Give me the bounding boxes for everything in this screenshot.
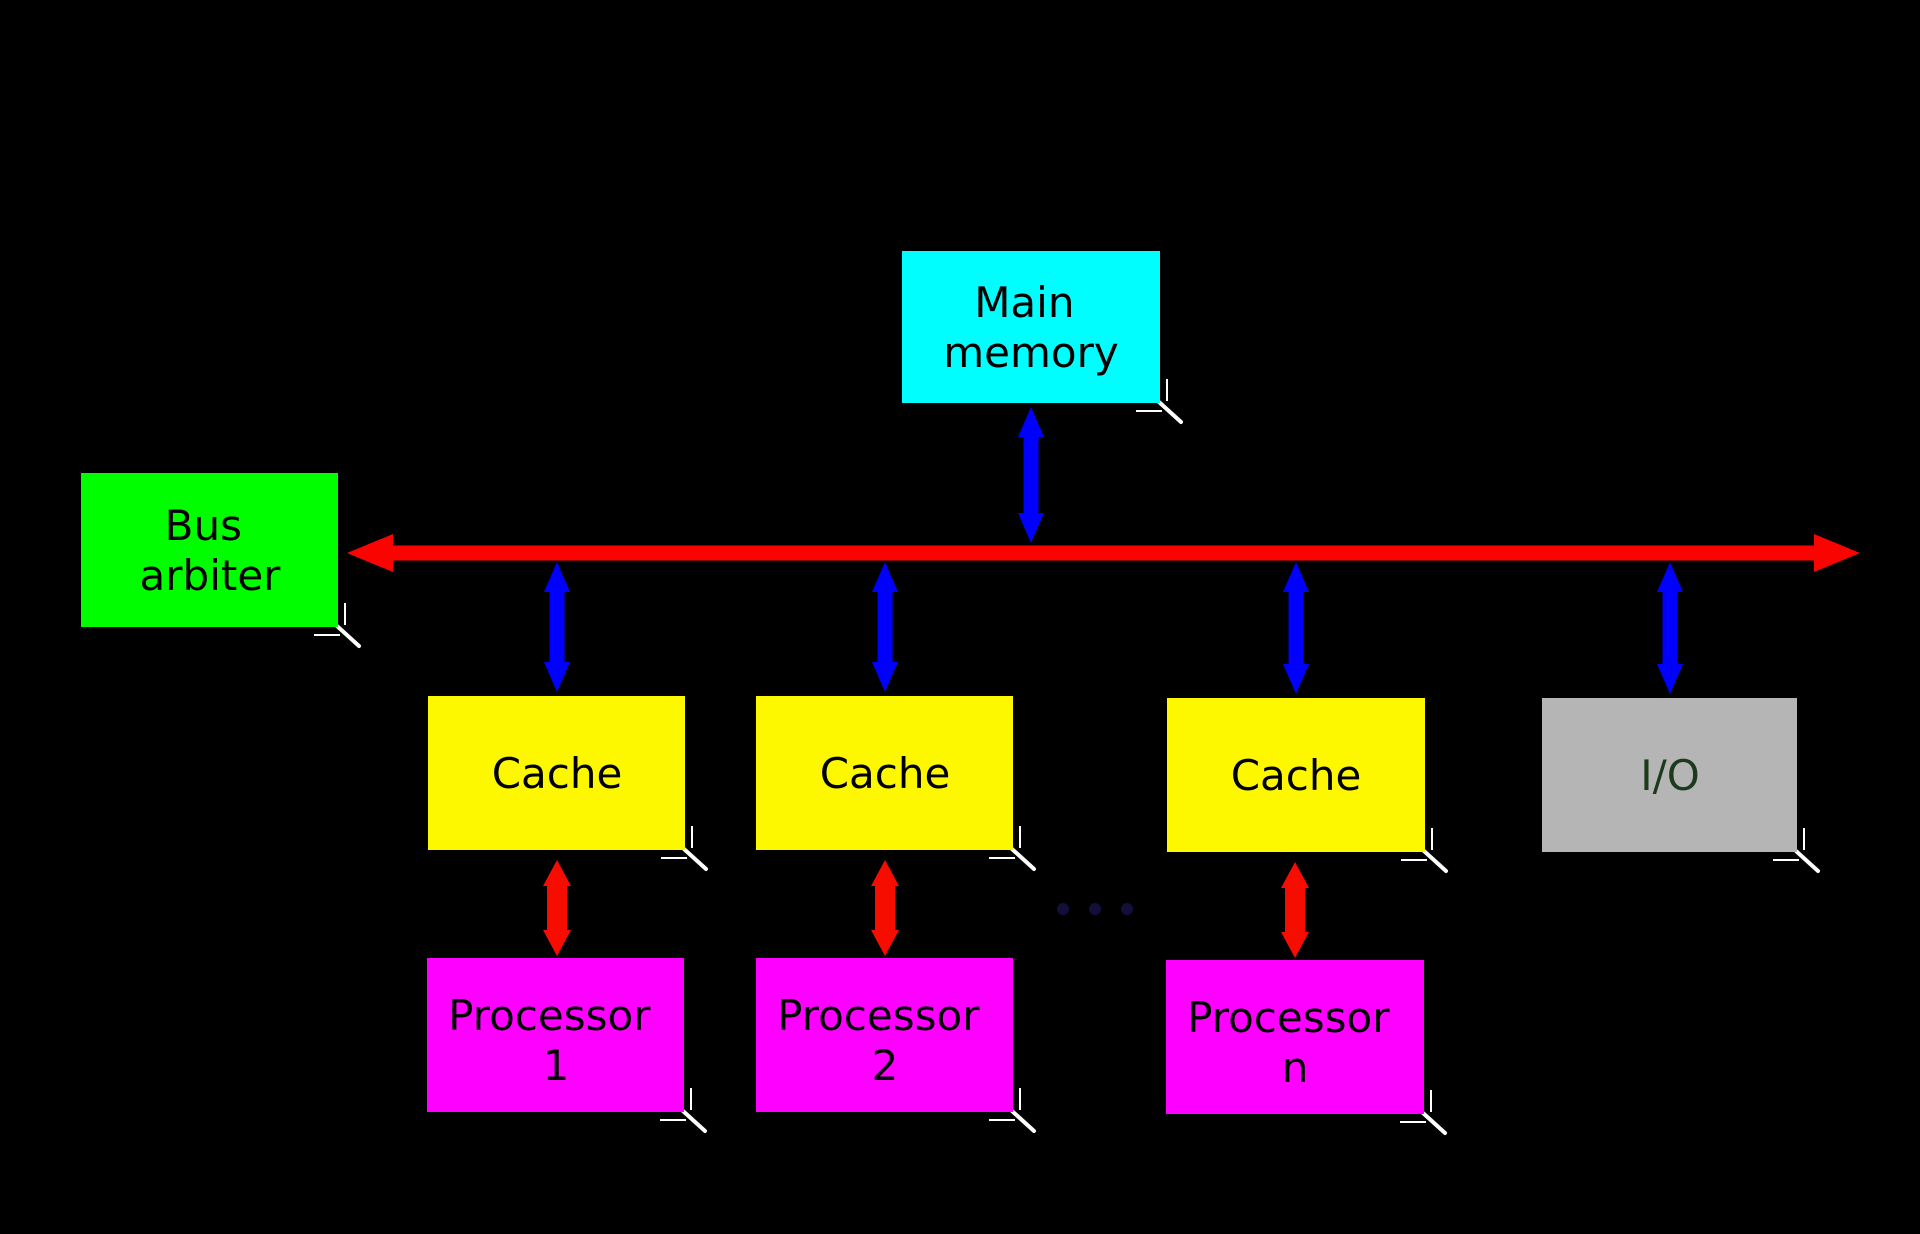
shadow-hairline [1773, 828, 1805, 861]
main-memory-label: Main memory [943, 278, 1119, 377]
processor-2-label: Processor 2 [777, 991, 993, 1090]
cache-2-box [756, 696, 1013, 850]
processor-2-box [756, 958, 1013, 1112]
shadow-diagonal [1010, 1109, 1036, 1133]
shadow-hairline [1401, 828, 1433, 861]
cache-n-bus-arrow [1283, 562, 1309, 694]
processor-2-shadow-tick [989, 1088, 1036, 1133]
cache-n-processor-n-arrow [1281, 862, 1309, 958]
cache-1-label: Cache [492, 749, 623, 798]
io-bus-arrow [1657, 562, 1683, 694]
more-processors-ellipsis [1057, 903, 1133, 915]
bus-arbiter-label: Bus arbiter [140, 501, 282, 600]
main-memory-bus-arrow [1018, 407, 1044, 543]
system-bus-arrow [347, 534, 1860, 572]
processor-1-box [427, 958, 684, 1112]
processor-n-label: Processor n [1187, 993, 1403, 1092]
shadow-hairline [989, 826, 1021, 859]
ellipsis-dot [1121, 903, 1133, 915]
shadow-diagonal [1010, 847, 1036, 871]
shadow-hairline [314, 603, 346, 636]
ellipsis-dot [1089, 903, 1101, 915]
main-memory-shadow-tick [1136, 379, 1183, 424]
cache-2-bus-arrow [872, 562, 898, 692]
shadow-diagonal [335, 624, 361, 648]
processor-1-shadow-tick [660, 1088, 707, 1133]
shadow-diagonal [1421, 1111, 1447, 1135]
processor-n-box [1166, 960, 1424, 1114]
cache-1-box [428, 696, 685, 850]
shadow-hairline [1136, 379, 1168, 412]
io-label: I/O [1640, 751, 1700, 800]
shadow-diagonal [1422, 849, 1448, 873]
processor-n-shadow-tick [1400, 1090, 1447, 1135]
processor-1-label: Processor 1 [448, 991, 664, 1090]
cache-1-processor-1-arrow [543, 860, 571, 956]
cache-1-bus-arrow [544, 562, 570, 692]
cache-2-label: Cache [820, 749, 951, 798]
shadow-hairline [660, 1088, 692, 1121]
shadow-diagonal [1794, 849, 1820, 873]
bus-arbiter-shadow-tick [314, 603, 361, 648]
shadow-diagonal [681, 1109, 707, 1133]
cache-n-label: Cache [1231, 751, 1362, 800]
shadow-diagonal [682, 847, 708, 871]
shadow-hairline [989, 1088, 1021, 1121]
io-shadow-tick [1773, 828, 1820, 873]
cache-n-shadow-tick [1401, 828, 1448, 873]
cache-n-box [1167, 698, 1425, 852]
shadow-diagonal [1157, 400, 1183, 424]
cache-2-processor-2-arrow [871, 860, 899, 956]
ellipsis-dot [1057, 903, 1069, 915]
main-memory-box [902, 251, 1160, 403]
io-box [1542, 698, 1797, 852]
cache-1-shadow-tick [661, 826, 708, 871]
shadow-hairline [1400, 1090, 1432, 1123]
cache-2-shadow-tick [989, 826, 1036, 871]
shadow-hairline [661, 826, 693, 859]
bus-arbiter-box [81, 473, 338, 627]
